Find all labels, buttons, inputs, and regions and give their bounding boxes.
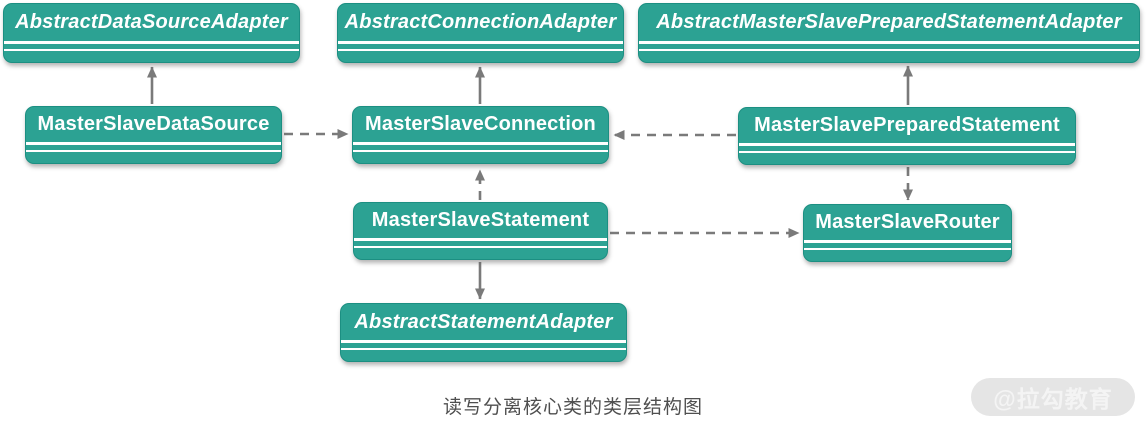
class-name-label: AbstractConnectionAdapter (344, 11, 617, 33)
compartment-separator (353, 142, 608, 145)
compartment-separator (4, 41, 299, 44)
watermark-text: @拉勾教育 (993, 386, 1113, 412)
compartment-separator (338, 48, 623, 51)
class-node-abstract-connection-adapter: AbstractConnectionAdapter (337, 3, 624, 63)
compartment-separator (639, 48, 1139, 51)
compartment-separator (26, 142, 281, 145)
class-name-label: MasterSlavePreparedStatement (754, 114, 1060, 136)
methods-compartment (353, 152, 608, 163)
class-node-master-slave-prepared-statement: MasterSlavePreparedStatement (738, 107, 1076, 165)
watermark-badge: @拉勾教育 (971, 378, 1135, 416)
class-name-label: AbstractMasterSlavePreparedStatementAdap… (656, 11, 1122, 33)
compartment-separator (341, 340, 626, 343)
class-name-label: AbstractDataSourceAdapter (15, 11, 288, 33)
class-name-label: MasterSlaveConnection (365, 113, 596, 135)
methods-compartment (26, 152, 281, 163)
class-node-master-slave-data-source: MasterSlaveDataSource (25, 106, 282, 164)
compartment-separator (639, 41, 1139, 44)
class-name-label: MasterSlaveStatement (371, 209, 590, 231)
compartment-separator (739, 143, 1075, 146)
class-name-label: MasterSlaveRouter (815, 211, 1000, 233)
class-name-label: MasterSlaveDataSource (37, 113, 270, 135)
compartment-separator (804, 247, 1011, 250)
compartment-separator (354, 238, 607, 241)
methods-compartment (354, 248, 607, 259)
class-node-master-slave-statement: MasterSlaveStatement (353, 202, 608, 260)
class-node-abstract-statement-adapter: AbstractStatementAdapter (340, 303, 627, 362)
compartment-separator (353, 149, 608, 152)
class-node-abstract-data-source-adapter: AbstractDataSourceAdapter (3, 3, 300, 63)
compartment-separator (804, 240, 1011, 243)
methods-compartment (639, 51, 1139, 62)
class-node-master-slave-connection: MasterSlaveConnection (352, 106, 609, 164)
compartment-separator (354, 245, 607, 248)
methods-compartment (341, 350, 626, 361)
compartment-separator (4, 48, 299, 51)
class-node-abstract-master-slave-prepared-statement-adapter: AbstractMasterSlavePreparedStatementAdap… (638, 3, 1140, 63)
compartment-separator (26, 149, 281, 152)
class-node-master-slave-router: MasterSlaveRouter (803, 204, 1012, 262)
compartment-separator (341, 347, 626, 350)
methods-compartment (4, 51, 299, 62)
compartment-separator (338, 41, 623, 44)
methods-compartment (338, 51, 623, 62)
methods-compartment (739, 153, 1075, 164)
compartment-separator (739, 150, 1075, 153)
methods-compartment (804, 250, 1011, 261)
class-name-label: AbstractStatementAdapter (354, 310, 613, 333)
diagram-caption: 读写分离核心类的类层结构图 (442, 397, 703, 418)
